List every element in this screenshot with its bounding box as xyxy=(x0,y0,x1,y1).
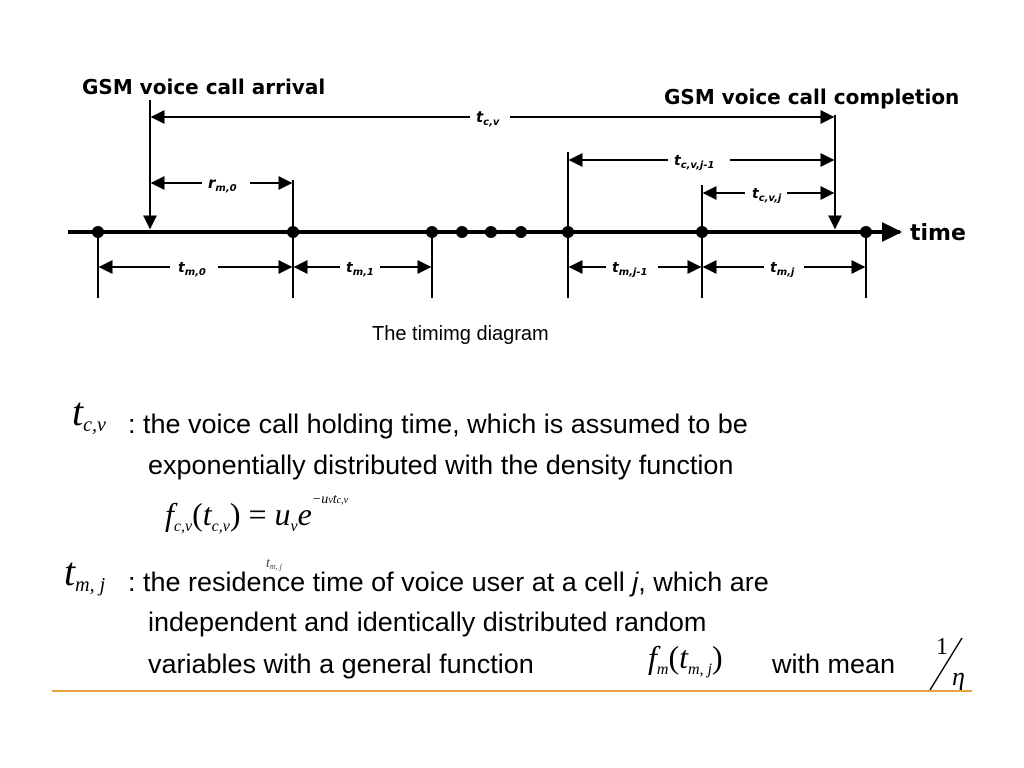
mean-fraction: 1 η xyxy=(926,634,976,694)
diagram-caption: The timimg diagram xyxy=(372,323,549,345)
fm-formula: fm(tm, j) xyxy=(648,639,723,678)
density-formula: fc,v(tc,v) = uve−uvtc,v xyxy=(165,492,349,535)
tcvj-diagram-label: tc,v,j xyxy=(752,186,782,204)
tmj-definition-line1: : the residence time of voice user at a … xyxy=(128,567,769,597)
tm0-diagram-label: tm,0 xyxy=(178,260,206,278)
tmj-diagram-label: tm,j xyxy=(770,260,795,278)
tcv-diagram-label: tc,v xyxy=(476,108,500,128)
with-mean-label: with mean xyxy=(772,649,896,679)
axis-dots xyxy=(92,226,872,238)
tm1-diagram-label: tm,1 xyxy=(346,260,374,278)
tcv-definition-line2: exponentially distributed with the densi… xyxy=(148,450,734,480)
mean-numerator: 1 xyxy=(936,634,948,660)
arrival-label: GSM voice call arrival xyxy=(82,75,325,99)
tmj-definition-line2: independent and identically distributed … xyxy=(148,607,707,637)
tcv-definition-line1: : the voice call holding time, which is … xyxy=(128,409,748,439)
fraction-slash xyxy=(929,637,963,691)
tmj-definition-line3: variables with a general function xyxy=(148,649,534,679)
tcvj1-diagram-label: tc,v,j-1 xyxy=(674,153,714,171)
timing-diagram: GSM voice call arrival GSM voice call co… xyxy=(68,75,966,298)
tmj-symbol: tm, j xyxy=(64,549,106,596)
rm0-diagram-label: rm,0 xyxy=(208,174,237,194)
tcv-symbol: tc,v xyxy=(72,389,106,436)
time-axis-label: time xyxy=(910,221,966,246)
completion-label: GSM voice call completion xyxy=(664,85,959,109)
tmj-ghost-symbol: tm, j xyxy=(266,556,282,571)
tmj1-diagram-label: tm,j-1 xyxy=(612,260,647,278)
bottom-divider xyxy=(52,690,972,692)
mean-denominator: η xyxy=(952,662,965,691)
